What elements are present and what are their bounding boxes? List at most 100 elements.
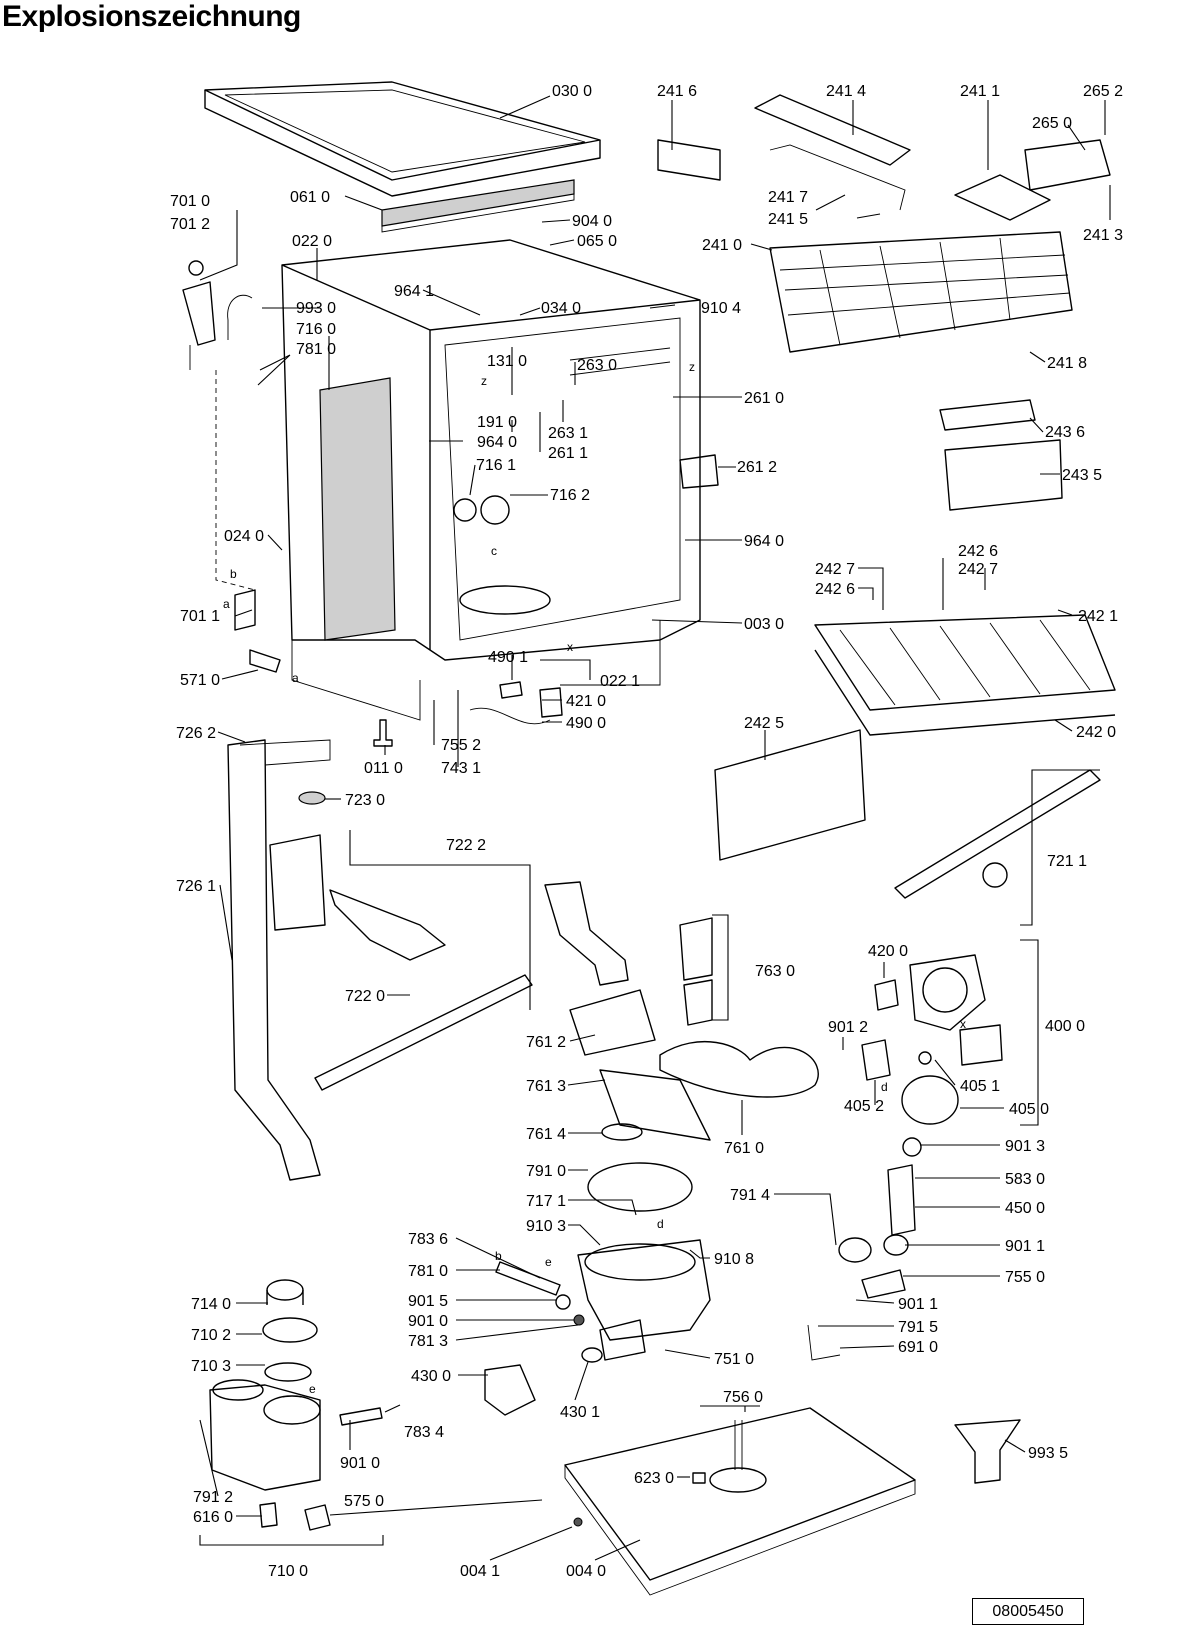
cover-drawing [679,454,719,489]
label-022-1: 022 1 [600,673,640,690]
connector-letter-a-lower: a [292,671,299,685]
label-034-0: 034 0 [541,300,581,317]
label-964-0-upper: 964 0 [477,434,517,451]
label-065-0: 065 0 [577,233,617,250]
drain-pump-drawing [484,1364,536,1416]
label-791-0: 791 0 [526,1163,566,1180]
label-910-4: 910 4 [701,300,741,317]
label-714-0: 714 0 [191,1296,231,1313]
label-901-1-lower: 901 1 [898,1296,938,1313]
cable-drawing [469,707,551,725]
cutlery-basket-drawing [944,439,1063,511]
label-450-0: 450 0 [1005,1200,1045,1217]
label-721-1: 721 1 [1047,853,1087,870]
rail-drawing [769,144,906,211]
label-242-6-top: 242 6 [958,543,998,560]
label-716-2: 716 2 [550,487,590,504]
label-964-0-lower: 964 0 [744,533,784,550]
label-761-2: 761 2 [526,1034,566,1051]
label-004-0: 004 0 [566,1563,606,1580]
page-title: Explosionszeichnung [2,0,301,33]
sump-plate-drawing [599,1069,711,1141]
label-691-0: 691 0 [898,1339,938,1356]
sump-cover-drawing [569,989,656,1056]
label-191-0: 191 0 [477,414,517,431]
sensor-wire-drawing [807,1324,841,1361]
label-265-2: 265 2 [1083,83,1123,100]
label-755-2: 755 2 [441,737,481,754]
connector-letter-d-sump: d [657,1217,664,1231]
label-761-3: 761 3 [526,1078,566,1095]
leveling-foot-drawing [373,719,393,747]
label-420-0: 420 0 [868,943,908,960]
label-716-1: 716 1 [476,457,516,474]
drain-tube-drawing [544,881,629,986]
label-722-0: 722 0 [345,988,385,1005]
label-131-0: 131 0 [487,353,527,370]
upper-spray-arm-drawing [894,769,1101,899]
rack-insert-drawing [954,174,1051,221]
upper-basket-drawing [769,231,1073,353]
label-743-1: 743 1 [441,760,481,777]
connector-letter-x: x [567,640,573,654]
label-910-8: 910 8 [714,1251,754,1268]
lower-basket-drawing [814,614,1116,736]
label-405-2: 405 2 [844,1098,884,1115]
part-labels: 030 0 241 6 241 4 241 1 265 2 265 0 701 … [170,83,1123,1580]
label-717-1: 717 1 [526,1193,566,1210]
label-616-0: 616 0 [193,1509,233,1526]
label-722-2: 722 2 [446,837,486,854]
plug-drawing [259,1502,278,1528]
relay-drawing [539,687,563,718]
label-701-2: 701 2 [170,216,210,233]
label-781-0-lower: 781 0 [408,1263,448,1280]
seal-ring-drawing [555,1294,571,1310]
connector-letter-z-right: z [689,360,695,374]
label-024-0: 024 0 [224,528,264,545]
label-241-5: 241 5 [768,211,808,228]
label-783-6: 783 6 [408,1231,448,1248]
label-003-0: 003 0 [744,616,784,633]
label-901-0-upper: 901 0 [408,1313,448,1330]
label-242-7-left: 242 7 [815,561,855,578]
label-242-0: 242 0 [1076,724,1116,741]
connector-letter-d: d [881,1080,888,1094]
flat-filter-drawing [659,1040,819,1098]
label-726-2: 726 2 [176,725,216,742]
gasket-drawing [581,1347,603,1363]
label-791-2: 791 2 [193,1489,233,1506]
label-901-2: 901 2 [828,1019,868,1036]
sensor-drawing [249,649,281,673]
connector-letter-z-left: z [481,374,487,388]
label-241-6: 241 6 [657,83,697,100]
nut-small-drawing [573,1314,585,1326]
label-904-0: 904 0 [572,213,612,230]
lower-spray-arm-drawing [314,974,533,1091]
pump-assembly-drawing [861,954,1003,1125]
label-710-0: 710 0 [268,1563,308,1580]
label-243-5: 243 5 [1062,467,1102,484]
seal-drawing [601,1123,643,1141]
label-781-3: 781 3 [408,1333,448,1350]
label-751-0: 751 0 [714,1351,754,1368]
label-756-0: 756 0 [723,1389,763,1406]
label-400-0: 400 0 [1045,1018,1085,1035]
switch-drawing [499,681,523,699]
label-242-1: 242 1 [1078,608,1118,625]
label-791-4: 791 4 [730,1187,770,1204]
label-755-0: 755 0 [1005,1269,1045,1286]
spray-arm-hub-drawing [982,862,1008,888]
label-901-5: 901 5 [408,1293,448,1310]
label-901-3: 901 3 [1005,1138,1045,1155]
label-241-7: 241 7 [768,189,808,206]
water-inlet-drawing [182,260,256,591]
base-plate-drawing [564,1407,916,1596]
connector-letter-b: b [230,567,237,581]
label-761-0: 761 0 [724,1140,764,1157]
label-263-1: 263 1 [548,425,588,442]
label-430-0: 430 0 [411,1368,451,1385]
rail-guide-drawing [1024,139,1111,191]
label-993-5: 993 5 [1028,1445,1068,1462]
label-701-1: 701 1 [180,608,220,625]
